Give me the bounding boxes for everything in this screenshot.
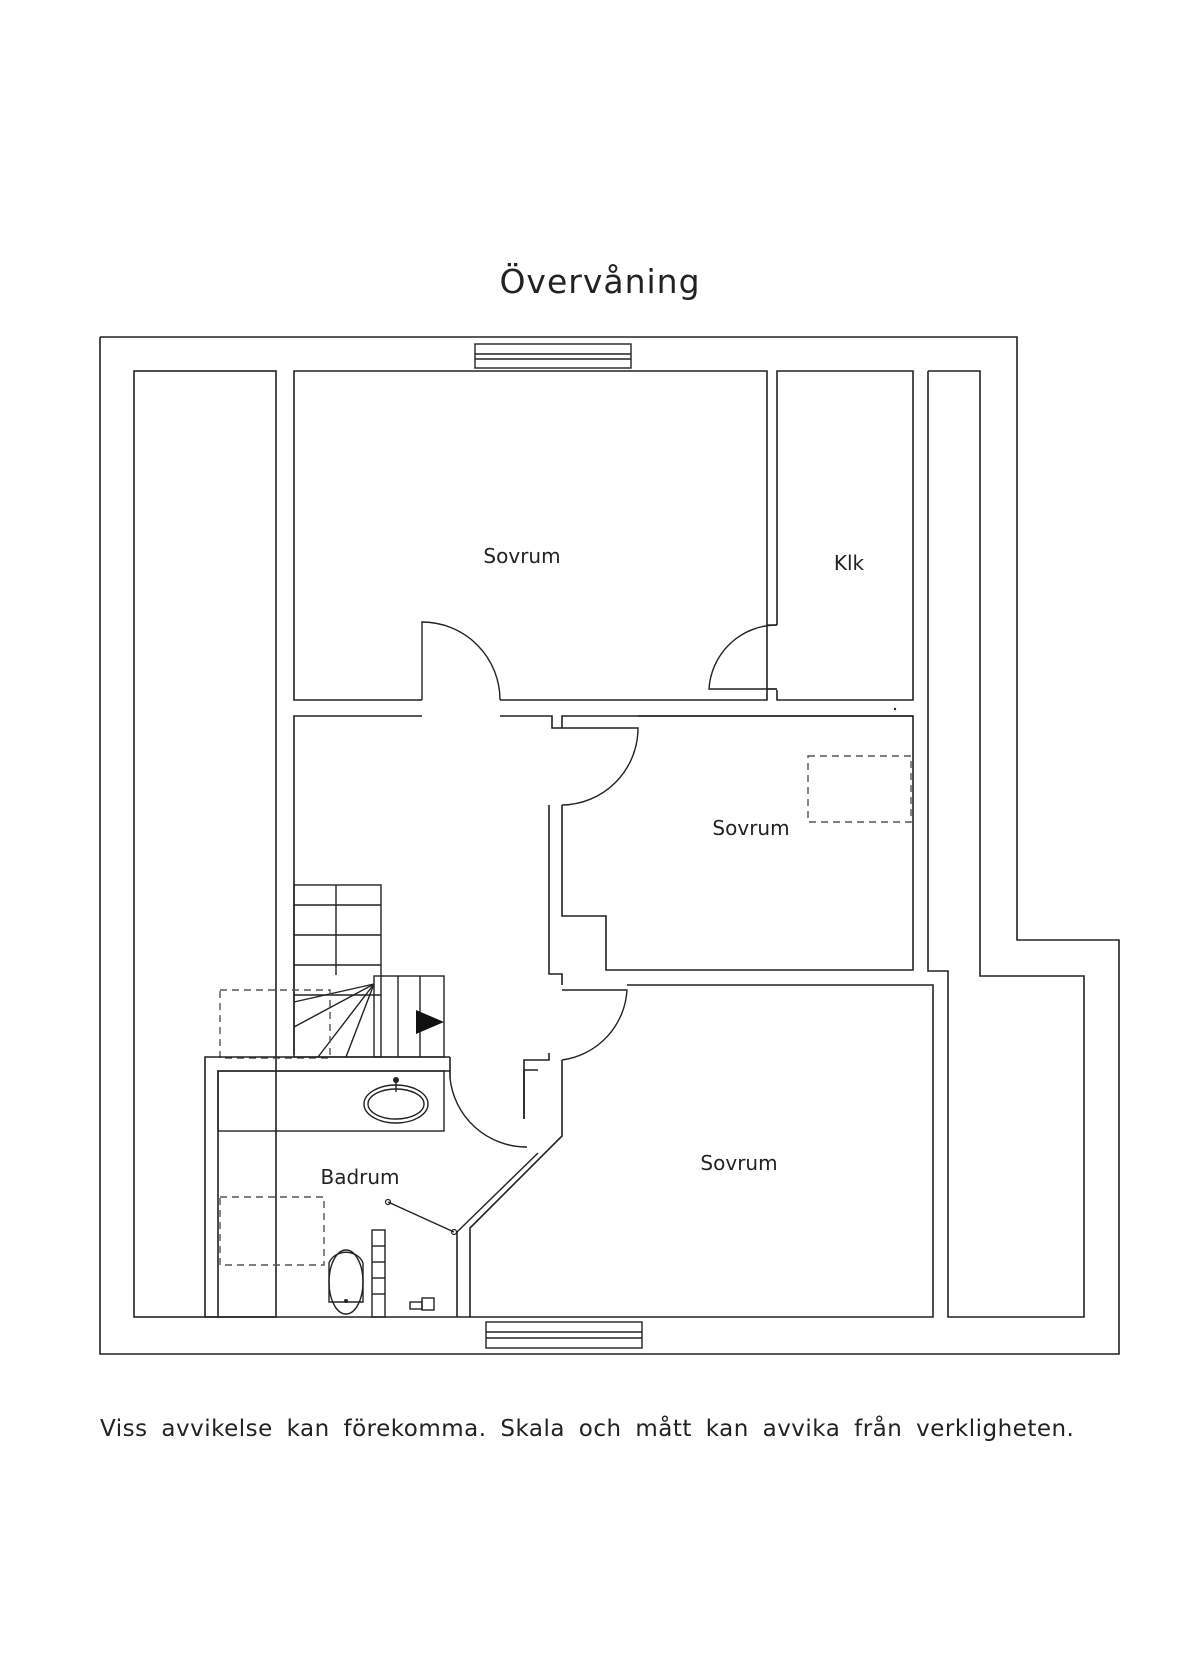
outer-walls: [99, 336, 1120, 1355]
window-top: [474, 343, 632, 369]
skylight-stairs: [219, 989, 331, 1059]
room-label-bedroom-bottom: Sovrum: [700, 1151, 777, 1175]
staircase: [219, 884, 445, 1059]
room-label-bedroom-middle: Sovrum: [712, 816, 789, 840]
window-bottom: [485, 1321, 643, 1349]
disclaimer-text: Viss avvikelse kan förekomma. Skala och …: [100, 1416, 1075, 1442]
floor-title: Övervåning: [499, 262, 701, 301]
skylight-middle: [807, 755, 912, 823]
right-attic-space: [927, 370, 1085, 1318]
skylight-bathroom: [219, 1196, 325, 1266]
room-label-closet: Klk: [834, 551, 865, 575]
shower-screen: [384, 1198, 458, 1236]
room-bathroom: [204, 1056, 539, 1318]
room-label-bedroom-top: Sovrum: [483, 544, 560, 568]
towel-heater: [371, 1229, 386, 1318]
vanity-counter: [217, 1070, 445, 1132]
stair-direction-arrow: [416, 1010, 444, 1034]
toilet: [328, 1249, 364, 1315]
hall-walls: [293, 715, 913, 1119]
room-bedroom-middle: [561, 715, 914, 971]
room-closet: [708, 370, 914, 701]
room-bedroom-top: [293, 370, 768, 701]
room-label-bathroom: Badrum: [320, 1165, 399, 1189]
floor-drain: [409, 1297, 435, 1311]
